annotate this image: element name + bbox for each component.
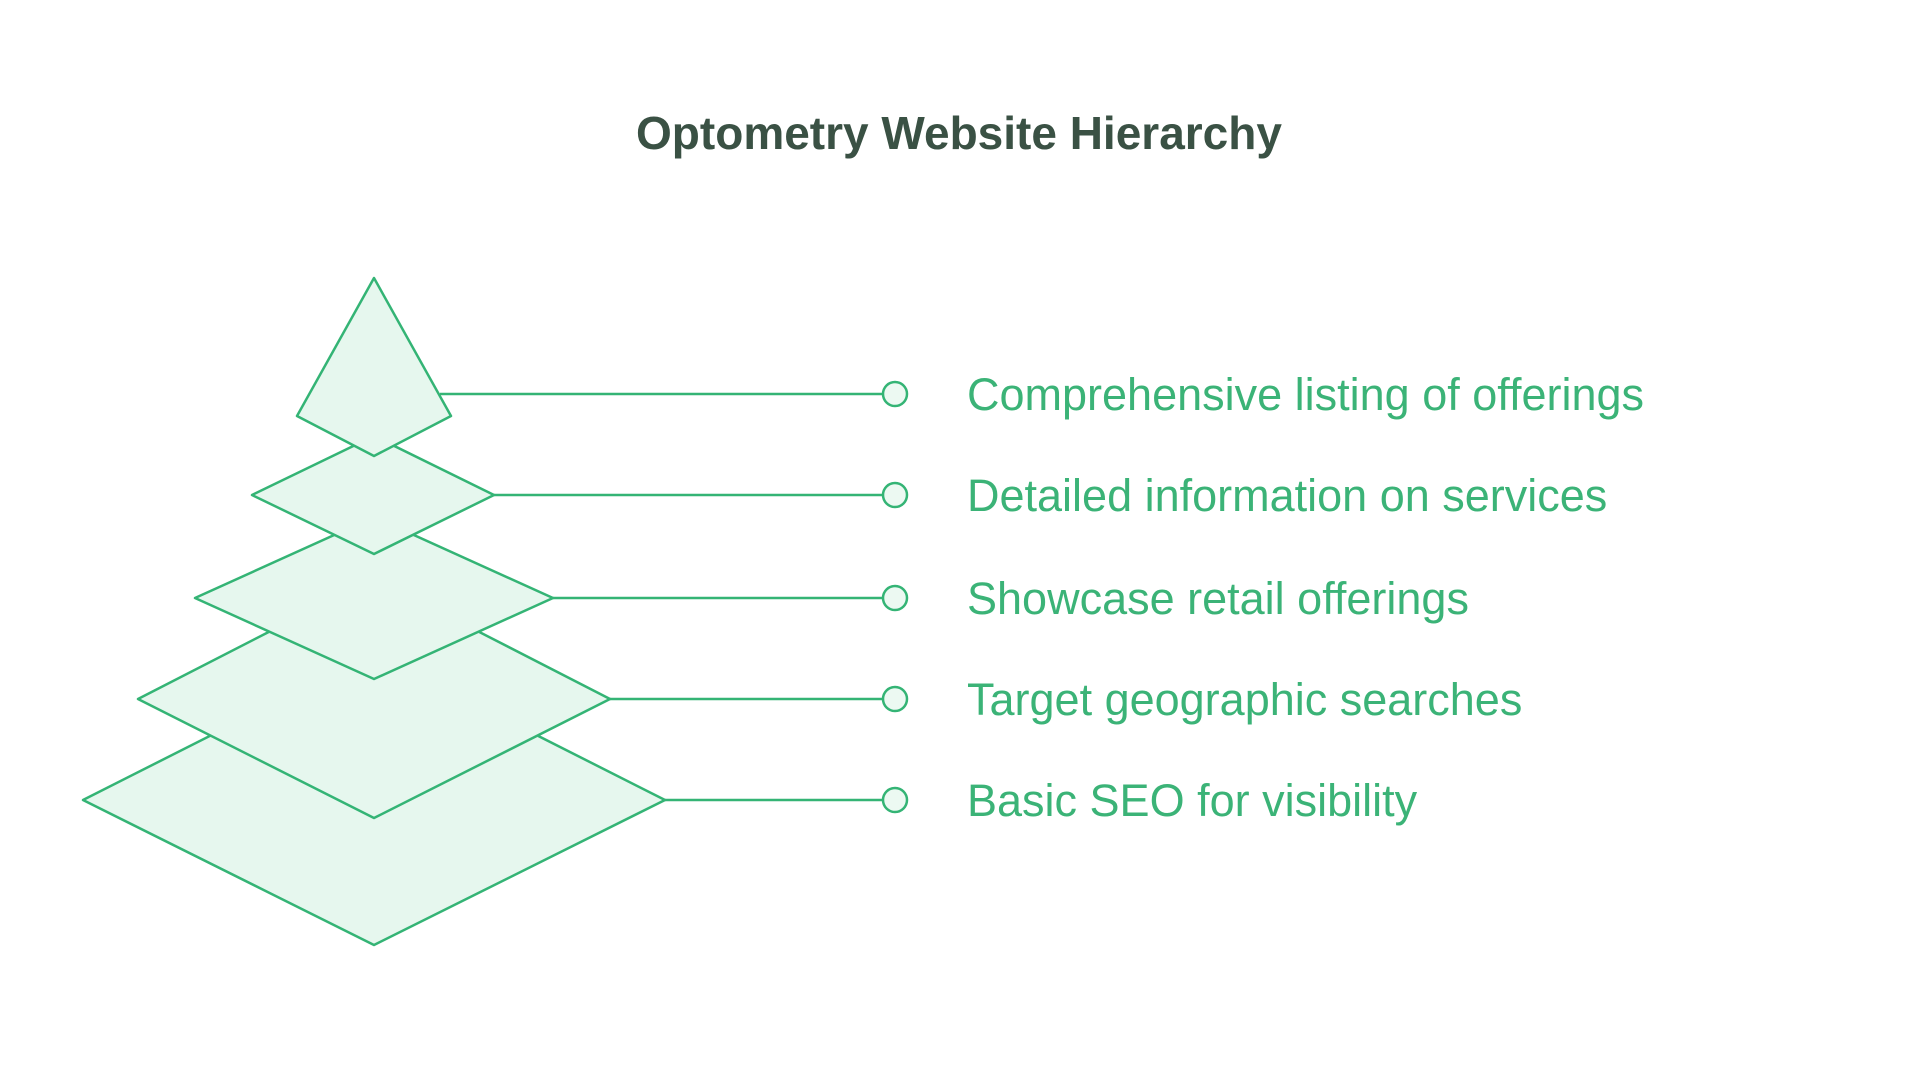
page-title: Optometry Website Hierarchy [636, 107, 1282, 159]
level-label-3: Showcase retail offerings [967, 573, 1469, 624]
pyramid-level-1-shape [295, 276, 453, 458]
connector-dot-level-1 [881, 380, 909, 408]
level-label-5: Basic SEO for visibility [967, 775, 1418, 826]
connector-dot-level-5 [881, 786, 909, 814]
level-label-2: Detailed information on services [967, 470, 1607, 521]
pyramid-level-3-shape [193, 515, 555, 681]
connector-dot-level-4 [881, 685, 909, 713]
pyramid-level-2-shape [250, 434, 496, 556]
connector-dot-level-3 [881, 584, 909, 612]
pyramid-level-4-shape [136, 576, 612, 820]
level-label-1: Comprehensive listing of offerings [967, 369, 1644, 420]
connector-dot-level-2 [881, 481, 909, 509]
level-label-4: Target geographic searches [967, 674, 1522, 725]
